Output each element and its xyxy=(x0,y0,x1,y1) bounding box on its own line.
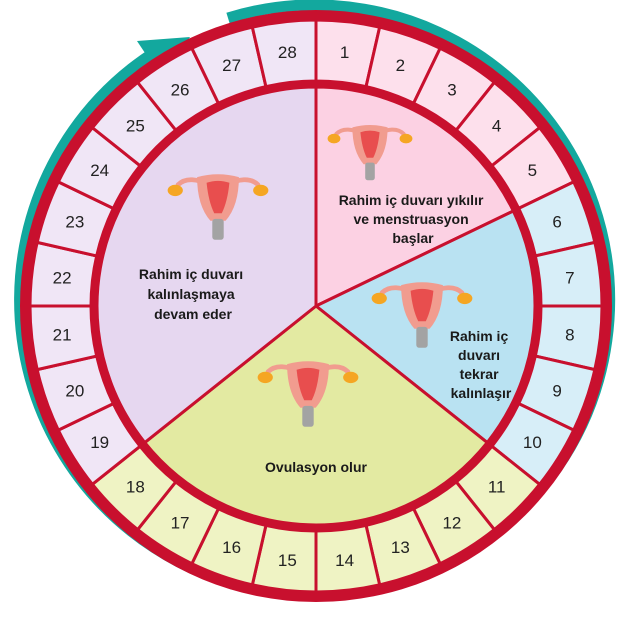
phase-label-secretory: Rahim iç duvarı kalınlaşmaya devam eder xyxy=(139,266,247,322)
day-number-28: 28 xyxy=(278,43,297,62)
day-number-3: 3 xyxy=(447,81,456,100)
day-number-4: 4 xyxy=(492,116,501,135)
day-number-5: 5 xyxy=(528,161,537,180)
wheel: 1234567891011121314151617181920212223242… xyxy=(20,10,612,602)
day-number-22: 22 xyxy=(53,268,72,287)
day-number-9: 9 xyxy=(552,381,561,400)
day-number-15: 15 xyxy=(278,551,297,570)
day-number-7: 7 xyxy=(565,268,574,287)
day-number-26: 26 xyxy=(171,81,190,100)
day-number-11: 11 xyxy=(488,478,506,497)
day-number-24: 24 xyxy=(90,161,109,180)
day-number-16: 16 xyxy=(222,538,241,557)
phase-label-ovulation: Ovulasyon olur xyxy=(265,459,367,475)
day-number-25: 25 xyxy=(126,116,145,135)
day-number-2: 2 xyxy=(396,56,405,75)
day-number-18: 18 xyxy=(126,478,145,497)
day-number-19: 19 xyxy=(90,433,109,452)
day-number-1: 1 xyxy=(340,43,349,62)
day-number-6: 6 xyxy=(552,213,561,232)
day-number-14: 14 xyxy=(335,551,354,570)
day-number-8: 8 xyxy=(565,326,574,345)
day-number-20: 20 xyxy=(65,381,84,400)
day-number-21: 21 xyxy=(53,326,72,345)
day-number-12: 12 xyxy=(442,513,461,532)
day-number-10: 10 xyxy=(523,433,542,452)
day-number-17: 17 xyxy=(171,513,190,532)
day-number-27: 27 xyxy=(222,56,241,75)
day-number-23: 23 xyxy=(65,213,84,232)
day-number-13: 13 xyxy=(391,538,410,557)
